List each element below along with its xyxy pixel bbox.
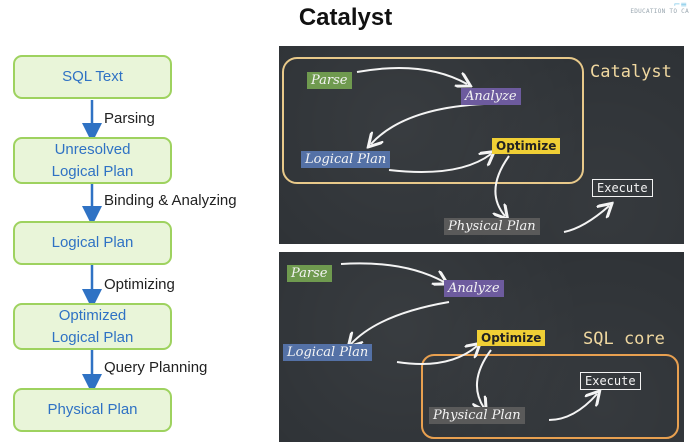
chalk-analyze: Analyze xyxy=(461,88,521,105)
chalk-logical-plan: Logical Plan xyxy=(283,344,373,361)
arrow-parse-analyze xyxy=(356,67,467,84)
step-label-query-planning: Query Planning xyxy=(104,359,208,376)
chalkboard-catalyst: Parse Analyze Logical Plan Optimize Phys… xyxy=(279,46,684,244)
step-label-binding: Binding & Analyzing xyxy=(104,192,237,209)
chalk-execute: Execute xyxy=(580,372,641,390)
flow-box-unresolved-logical-plan: Unresolved Logical Plan xyxy=(13,137,172,184)
arrow-logical-optimize xyxy=(388,154,491,173)
arrow-physical-execute xyxy=(548,394,597,421)
arrow-analyze-logical xyxy=(351,301,450,344)
chalkboard-sql-core: Parse Analyze Logical Plan Optimize Phys… xyxy=(279,252,684,442)
arrow-parse-analyze xyxy=(340,262,444,282)
flow-box-sql-text: SQL Text xyxy=(13,55,172,99)
flow-box-label: Physical Plan xyxy=(47,401,138,418)
watermark-text: EDUCATION TO CA xyxy=(630,8,689,15)
step-label-parsing: Parsing xyxy=(104,110,155,127)
flow-box-logical-plan: Logical Plan xyxy=(13,221,172,265)
page-title: Catalyst xyxy=(298,4,393,31)
chalk-execute: Execute xyxy=(592,179,653,197)
chalk-logical-plan: Logical Plan xyxy=(301,151,391,168)
flow-box-label: Logical Plan xyxy=(51,234,134,251)
chalk-optimize: Optimize xyxy=(492,138,561,154)
chalk-parse: Parse xyxy=(307,72,352,89)
arrow-analyze-logical xyxy=(371,103,485,144)
chalk-physical-plan: Physical Plan xyxy=(444,218,540,235)
chalk-group-label: SQL core xyxy=(583,329,665,349)
sql-core-group-outline xyxy=(421,354,679,439)
chalk-optimize: Optimize xyxy=(477,330,546,346)
arrow-optimize-physical xyxy=(477,349,492,408)
flow-box-label: Unresolved xyxy=(54,140,131,158)
chalk-group-label: Catalyst xyxy=(590,62,672,82)
chalk-strokes xyxy=(282,57,684,233)
step-label-optimizing: Optimizing xyxy=(104,276,175,293)
watermark-logo-icon: ⌐≡ xyxy=(673,0,687,9)
flow-box-label: Logical Plan xyxy=(51,328,134,346)
flow-box-label: Logical Plan xyxy=(51,162,134,180)
catalyst-group-outline xyxy=(282,57,584,184)
chalk-parse: Parse xyxy=(287,265,332,282)
flow-box-label: Optimized xyxy=(58,306,127,324)
arrow-logical-optimize xyxy=(396,346,477,365)
chalk-strokes xyxy=(340,262,679,439)
flow-box-physical-plan: Physical Plan xyxy=(13,388,172,432)
flow-arrows xyxy=(82,100,102,394)
flow-box-label: SQL Text xyxy=(62,68,123,85)
chalk-analyze: Analyze xyxy=(444,280,504,297)
chalk-physical-plan: Physical Plan xyxy=(429,407,525,424)
flow-box-optimized-logical-plan: Optimized Logical Plan xyxy=(13,303,172,350)
arrow-physical-execute xyxy=(563,206,609,233)
arrow-optimize-physical xyxy=(495,155,510,216)
